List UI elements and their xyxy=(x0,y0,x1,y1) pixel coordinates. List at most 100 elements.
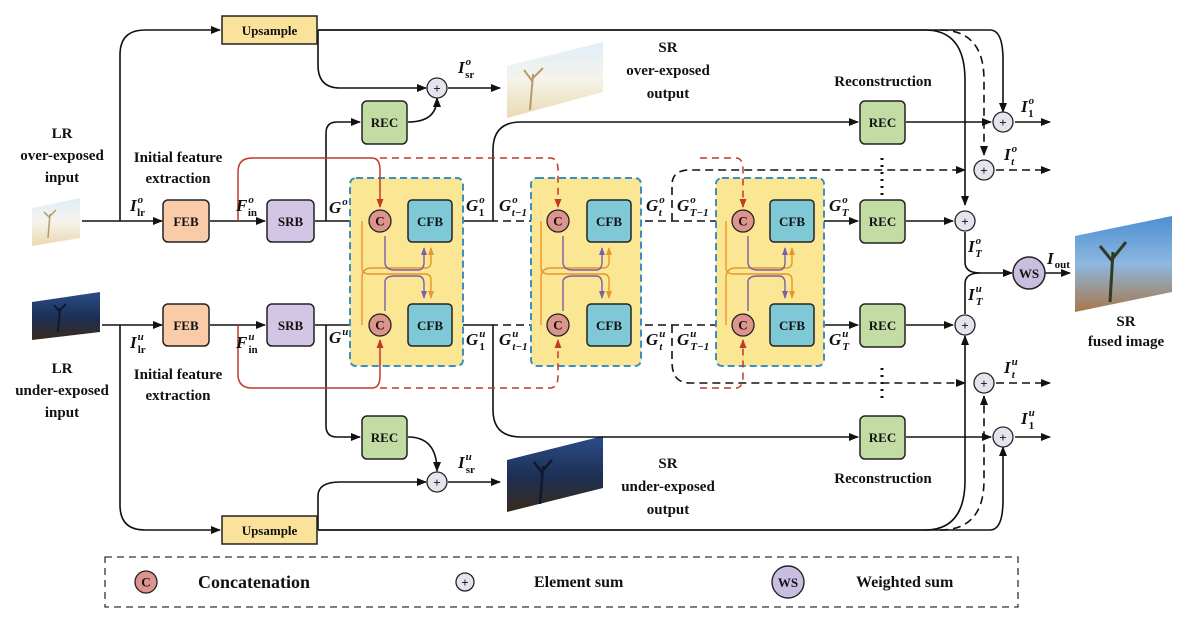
concat-stage1-over-label: C xyxy=(375,214,384,229)
sr-under-line1: SR xyxy=(658,456,677,472)
sum-1-under: + xyxy=(992,426,1014,448)
srb-over-box: SRB xyxy=(266,199,315,243)
lr-over-line3: input xyxy=(45,170,79,186)
rec-sr-over-box: REC xyxy=(361,100,408,145)
sum-t-under: + xyxy=(973,372,995,394)
lr-over-line1: LR xyxy=(52,126,73,142)
cfb-stage-T-under-label: CFB xyxy=(779,318,805,333)
lr-under-line2: under-exposed xyxy=(15,383,109,399)
feb-over-box: FEB xyxy=(162,199,210,243)
rec-T-under-label: REC xyxy=(869,318,896,333)
init-feat-under-line2: extraction xyxy=(146,388,212,404)
rec-T-over-label: REC xyxy=(869,214,896,229)
rec-T-under-box: REC xyxy=(859,303,906,348)
legend-sum-symbol: + xyxy=(461,575,468,590)
concat-stage-t-under: C xyxy=(546,313,570,337)
legend-concat: C Concatenation xyxy=(134,570,310,594)
rec-1-under-box: REC xyxy=(859,415,906,460)
sym-G-u: Gu xyxy=(329,326,348,347)
weighted-sum-node: WS xyxy=(1012,256,1046,290)
sym-I-out: Iout xyxy=(1046,249,1070,271)
concat-stage-T-over: C xyxy=(731,209,755,233)
srb-over-label: SRB xyxy=(278,214,304,229)
lr-under-line1: LR xyxy=(52,361,73,377)
feb-over-label: FEB xyxy=(173,214,199,229)
upsample-top-box: Upsample xyxy=(221,15,318,45)
lr-over-line2: over-exposed xyxy=(20,148,104,164)
concat-stage-t-under-label: C xyxy=(553,318,562,333)
legend-concat-label: Concatenation xyxy=(198,572,310,592)
legend-sum: + Element sum xyxy=(455,572,624,592)
cfb-stage-T-under-box: CFB xyxy=(769,303,815,347)
upsample-bottom-label: Upsample xyxy=(242,523,298,538)
reconstruction-bottom-label: Reconstruction xyxy=(834,471,932,487)
sum-1-under-symbol: + xyxy=(999,430,1006,445)
lr-under-line3: input xyxy=(45,405,79,421)
lr-over-exposed-input-image xyxy=(32,198,80,246)
weighted-sum-label: WS xyxy=(1019,266,1039,281)
sym-G-o: Go xyxy=(329,196,348,217)
upsample-top-label: Upsample xyxy=(242,23,298,38)
feb-under-box: FEB xyxy=(162,303,210,347)
reconstruction-top-label: Reconstruction xyxy=(834,74,932,90)
rec-1-over-box: REC xyxy=(859,100,906,145)
sum-sr-over: + xyxy=(426,77,448,99)
srb-under-label: SRB xyxy=(278,318,304,333)
sum-T-under: + xyxy=(954,314,976,336)
sum-T-over-symbol: + xyxy=(961,214,968,229)
cfb-stage-t-under-label: CFB xyxy=(596,318,622,333)
legend-ws-label: Weighted sum xyxy=(856,574,954,591)
concat-stage-t-over-label: C xyxy=(553,214,562,229)
sum-1-over: + xyxy=(992,111,1014,133)
cfb-stage-T-over-label: CFB xyxy=(779,214,805,229)
feb-under-label: FEB xyxy=(173,318,199,333)
sr-over-exposed-output-image xyxy=(507,42,603,118)
legend-ws: WS Weighted sum xyxy=(771,565,954,599)
concat-stage-T-over-label: C xyxy=(738,214,747,229)
sum-sr-over-symbol: + xyxy=(433,81,440,96)
cfb-stage1-over-label: CFB xyxy=(417,214,443,229)
cfb-stage1-over-box: CFB xyxy=(407,199,453,243)
sum-sr-under: + xyxy=(426,471,448,493)
sr-under-exposed-output-image xyxy=(507,436,603,512)
cfb-stage-t-over-label: CFB xyxy=(596,214,622,229)
cfb-stage1-under-box: CFB xyxy=(407,303,453,347)
legend: C Concatenation + Element sum WS Weighte… xyxy=(104,556,1019,608)
sr-over-line2: over-exposed xyxy=(626,63,710,79)
concat-stage1-under-label: C xyxy=(375,318,384,333)
rec-1-under-label: REC xyxy=(869,430,896,445)
srb-under-box: SRB xyxy=(266,303,315,347)
cfb-stage-t-under-box: CFB xyxy=(586,303,632,347)
rec-sr-under-box: REC xyxy=(361,415,408,460)
init-feat-under-line1: Initial feature xyxy=(134,367,223,383)
concat-stage-t-over: C xyxy=(546,209,570,233)
concat-stage-T-under-label: C xyxy=(738,318,747,333)
lr-under-exposed-input-image xyxy=(32,292,100,340)
rec-sr-under-label: REC xyxy=(371,430,398,445)
sr-under-line2: under-exposed xyxy=(621,479,715,495)
init-feat-over-line1: Initial feature xyxy=(134,150,223,166)
sum-1-over-symbol: + xyxy=(999,115,1006,130)
concat-stage-T-under: C xyxy=(731,313,755,337)
init-feat-over-line2: extraction xyxy=(146,171,212,187)
sum-T-over: + xyxy=(954,210,976,232)
sr-over-line1: SR xyxy=(658,40,677,56)
rec-1-over-label: REC xyxy=(869,115,896,130)
sr-over-line3: output xyxy=(647,86,690,102)
